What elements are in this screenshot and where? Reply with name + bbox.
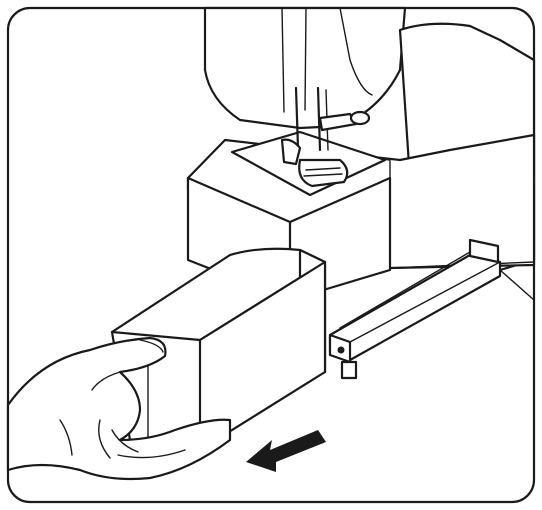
- rail-foot: [342, 362, 356, 378]
- base-line-2: [500, 270, 534, 300]
- foot-screw: [351, 112, 369, 124]
- arrow-icon: [246, 430, 326, 472]
- rail-screw: [338, 347, 345, 354]
- head-seam-2: [305, 8, 306, 110]
- presser-foot: [299, 160, 347, 186]
- pull-arrow: [246, 430, 326, 472]
